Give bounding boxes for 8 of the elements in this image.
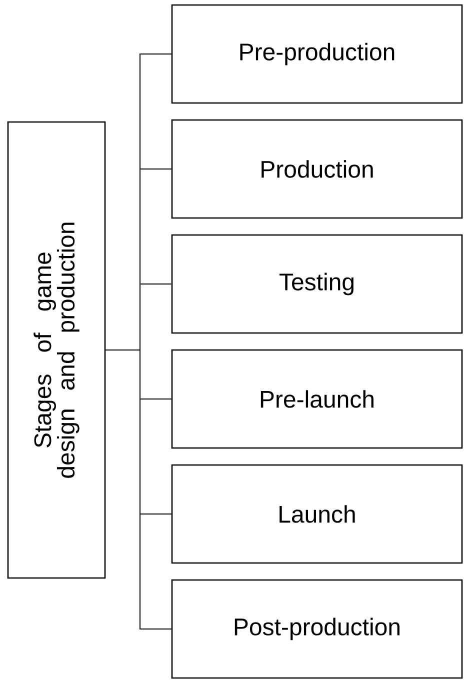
connector-line	[105, 350, 172, 630]
stage-box: Production	[171, 119, 463, 219]
stage-box: Pre-production	[171, 4, 463, 104]
stage-box: Launch	[171, 464, 463, 564]
stage-box: Testing	[171, 234, 463, 334]
stage-box: Post-production	[171, 579, 463, 679]
stage-group-box: Stages of game design and production	[7, 121, 106, 579]
stage-box: Pre-launch	[171, 349, 463, 449]
